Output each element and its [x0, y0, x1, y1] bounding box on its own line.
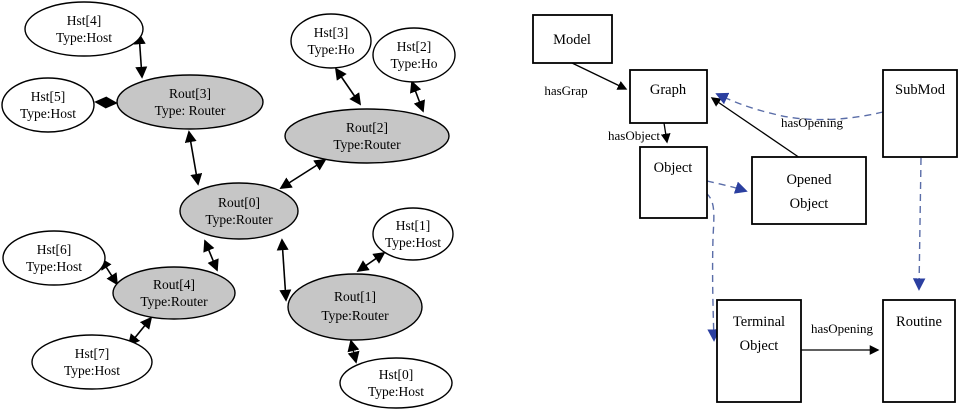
- node-name: Hst[0]: [379, 367, 414, 382]
- edge-hst2-rout2: [410, 80, 425, 113]
- node-name: Rout[4]: [153, 277, 195, 292]
- node-rout1: Rout[1] Type:Router: [287, 273, 423, 341]
- dashed-edge-object-openedobject: [706, 180, 748, 194]
- box-label-line1: Opened: [786, 172, 832, 188]
- router-ellipse: [284, 108, 450, 164]
- object-rect: [639, 146, 708, 219]
- edge-openedobject-graph: [710, 97, 801, 159]
- edge-graph-object: [660, 122, 671, 144]
- node-hst3: Hst[3] Type:Ho: [290, 13, 372, 69]
- box-model: Model: [532, 14, 613, 64]
- node-type: Type:Router: [321, 308, 389, 323]
- graph-rect: [629, 69, 708, 124]
- node-type: Type:Host: [368, 384, 424, 399]
- node-name: Hst[4]: [67, 13, 102, 28]
- node-hst7: Hst[7] Type:Host: [31, 334, 153, 390]
- node-type: Type:Ho: [307, 42, 354, 57]
- host-ellipse: [2, 230, 106, 286]
- node-rout0: Rout[0] Type:Router: [179, 182, 299, 240]
- dashed-edge-object-terminalobject: [705, 192, 720, 342]
- box-submod: SubMod: [882, 69, 958, 158]
- network-topology-diagram: Hst[4] Type:Host Hst[5] Type:Host Rout[3…: [1, 1, 456, 409]
- box-object: Object: [639, 146, 708, 219]
- edge-rout1-hst0: [347, 339, 360, 364]
- box-label-line1: Terminal: [733, 314, 785, 330]
- node-rout3: Rout[3] Type: Router: [116, 74, 264, 130]
- router-ellipse: [112, 266, 236, 320]
- host-ellipse: [24, 1, 144, 57]
- node-hst0: Hst[0] Type:Host: [339, 357, 453, 409]
- node-name: Hst[2]: [397, 39, 432, 54]
- submod-rect: [882, 69, 958, 158]
- node-type: Type: Router: [155, 103, 226, 118]
- routine-rect: [882, 299, 956, 403]
- host-ellipse: [339, 357, 453, 409]
- uml-model-diagram: hasGrap hasObject hasOpening hasOpening …: [532, 14, 958, 403]
- box-routine: Routine: [882, 299, 956, 403]
- edge-hst7-rout4: [127, 316, 153, 347]
- node-hst1: Hst[1] Type:Host: [372, 207, 454, 261]
- node-type: Type:Ho: [390, 56, 437, 71]
- edge-hst3-rout2: [334, 67, 362, 106]
- edge-label-hasobject: hasObject: [608, 128, 660, 143]
- box-label: Object: [654, 160, 693, 176]
- box-opened-object: Opened Object: [751, 156, 867, 225]
- box-label: SubMod: [895, 82, 946, 98]
- node-name: Rout[3]: [169, 86, 211, 101]
- host-ellipse: [372, 27, 456, 83]
- edge-hst4-rout3: [133, 32, 148, 79]
- node-hst2: Hst[2] Type:Ho: [372, 27, 456, 83]
- node-rout4: Rout[4] Type:Router: [112, 266, 236, 320]
- node-type: Type:Router: [140, 294, 208, 309]
- edge-label-hasgraph: hasGrap: [544, 83, 587, 98]
- node-type: Type:Router: [333, 137, 401, 152]
- host-ellipse: [1, 77, 95, 133]
- opened-object-rect: [751, 156, 867, 225]
- node-type: Type:Router: [205, 212, 273, 227]
- edge-label-hasopening-bottom: hasOpening: [811, 321, 874, 336]
- box-label: Graph: [650, 82, 687, 98]
- node-type: Type:Host: [64, 363, 120, 378]
- host-ellipse: [31, 334, 153, 390]
- node-hst4: Hst[4] Type:Host: [24, 1, 144, 57]
- router-ellipse: [287, 273, 423, 341]
- host-ellipse: [290, 13, 372, 69]
- node-name: Hst[3]: [314, 25, 349, 40]
- edge-model-graph: [571, 62, 628, 90]
- node-type: Type:Host: [26, 259, 82, 274]
- edge-rout0-rout4: [203, 239, 219, 272]
- node-name: Hst[7]: [75, 346, 110, 361]
- node-name: Hst[6]: [37, 242, 72, 257]
- node-name: Rout[0]: [218, 195, 260, 210]
- host-ellipse: [372, 207, 454, 261]
- node-type: Type:Host: [385, 235, 441, 250]
- node-name: Rout[2]: [346, 120, 388, 135]
- edge-label-hasopening-top: hasOpening: [781, 115, 844, 130]
- edge-rout1-hst1: [356, 251, 386, 273]
- node-rout2: Rout[2] Type:Router: [284, 108, 450, 164]
- node-hst6: Hst[6] Type:Host: [2, 230, 106, 286]
- box-label-line2: Object: [740, 338, 779, 354]
- edge-rout0-rout1: [276, 238, 292, 302]
- node-name: Hst[5]: [31, 89, 66, 104]
- node-hst5: Hst[5] Type:Host: [1, 77, 95, 133]
- node-name: Rout[1]: [334, 289, 376, 304]
- node-type: Type:Host: [56, 30, 112, 45]
- box-label: Routine: [896, 314, 942, 330]
- edge-rout3-rout0: [184, 130, 203, 186]
- box-label-line2: Object: [790, 196, 829, 212]
- dashed-edge-submod-routine: [912, 157, 926, 291]
- edge-hst5-rout3: [94, 96, 118, 109]
- model-rect: [532, 14, 613, 64]
- terminal-object-rect: [716, 299, 802, 403]
- edge-rout2-rout0: [279, 159, 327, 189]
- node-name: Hst[1]: [396, 218, 431, 233]
- box-graph: Graph: [629, 69, 708, 124]
- box-label: Model: [553, 32, 591, 48]
- router-ellipse: [179, 182, 299, 240]
- router-ellipse: [116, 74, 264, 130]
- box-terminal-object: Terminal Object: [716, 299, 802, 403]
- node-type: Type:Host: [20, 106, 76, 121]
